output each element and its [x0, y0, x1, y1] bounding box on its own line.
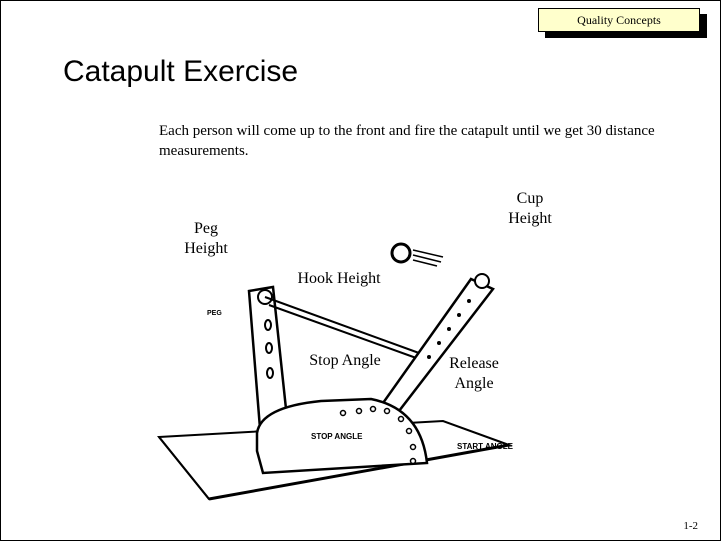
base-board-side [158, 436, 210, 500]
stop-angle-quadrant [255, 397, 429, 475]
quadrant-hole-6 [405, 427, 413, 435]
peg-height-label: Peg Height [184, 220, 228, 257]
rubber-band-lower [268, 304, 420, 360]
motion-line-2 [412, 254, 442, 263]
base-board-edge [208, 443, 510, 501]
slide-body-text: Each person will come up to the front an… [159, 123, 655, 159]
arm-hole-5 [427, 355, 431, 359]
quadrant-hole-3 [369, 405, 377, 413]
quality-concepts-badge: Quality Concepts [538, 8, 700, 32]
motion-line-3 [412, 259, 438, 267]
stop-angle-caption: STOP ANGLE [311, 432, 363, 441]
quadrant-hole-1 [339, 409, 347, 417]
peg-hole-2 [265, 342, 273, 354]
arm-hole-3 [447, 327, 451, 331]
release-angle-label: Release Angle [449, 355, 499, 392]
quadrant-hole-2 [355, 407, 363, 415]
motion-line-1 [412, 249, 444, 258]
arm-hole-4 [437, 341, 441, 345]
ball [390, 242, 412, 264]
quadrant-hole-5 [397, 415, 405, 423]
arm-hole-1 [467, 299, 471, 303]
quadrant-hole-8 [409, 457, 417, 465]
start-angle-caption: START ANGLE [457, 442, 514, 451]
peg-hole-1 [264, 319, 272, 331]
stop-angle-label: Stop Angle [309, 352, 381, 369]
rubber-band-upper [264, 296, 420, 354]
peg-caption: PEG [207, 310, 222, 317]
quadrant-hole-4 [383, 407, 391, 415]
arm-hole-2 [457, 313, 461, 317]
page-number: 1-2 [683, 520, 698, 532]
slide-title: Catapult Exercise [63, 55, 299, 88]
hook-height-label: Hook Height [297, 270, 381, 287]
quadrant-hole-7 [409, 443, 417, 451]
arm-cup [474, 273, 490, 289]
catapult-diagram: PEG STOP ANGLE START ANGLE [156, 242, 514, 501]
peg-hole-3 [266, 367, 274, 379]
cup-height-label: Cup Height [508, 190, 552, 227]
